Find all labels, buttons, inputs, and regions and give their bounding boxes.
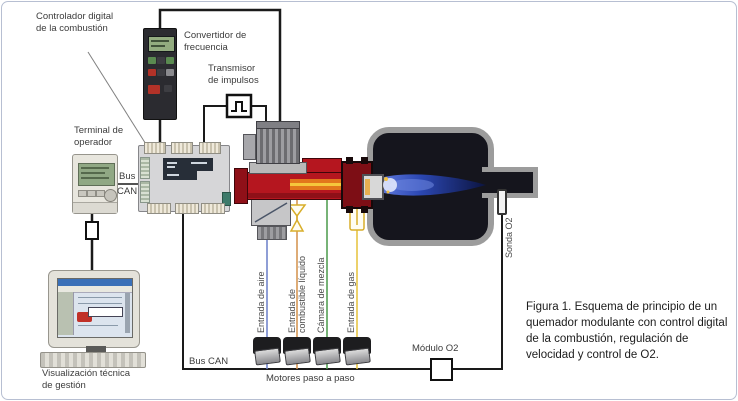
mixing-chamber-label: Cámara de mezcla (316, 257, 326, 333)
bus-can-label: Bus CAN (189, 356, 229, 367)
pulse-transmitter-box (225, 93, 253, 119)
frequency-converter (143, 28, 177, 120)
burner-nozzle (362, 174, 384, 200)
blower-motor-mount (243, 134, 256, 160)
monitor-stand (86, 346, 106, 353)
terminal-label: Terminal de operador (74, 125, 124, 148)
converter-button (157, 57, 165, 64)
converter-label: Convertidor de frecuencia (184, 30, 247, 53)
stepper-motor-air (253, 337, 281, 366)
pc-monitor (48, 270, 140, 348)
keyboard (40, 352, 146, 368)
pulse-icon (231, 101, 247, 112)
damper-ribbed-block (257, 226, 287, 240)
blower-motor (256, 128, 300, 164)
stepper-motor-mix (313, 337, 341, 366)
fuel-lance (290, 179, 385, 190)
blower-motor-cap (256, 121, 300, 129)
figure-caption: Figura 1. Esquema de principio de un que… (526, 301, 728, 361)
visualization-label: Visualización técnica de gestión (42, 368, 131, 391)
terminal-knob (104, 189, 117, 202)
burner-top-block (302, 158, 342, 173)
stepper-motor-fuel (283, 337, 311, 366)
converter-to-motor-wire (158, 8, 282, 128)
terminal-button (78, 190, 87, 197)
converter-display (148, 36, 175, 52)
can-word: CAN (117, 186, 138, 197)
burner-end-cap (234, 168, 248, 204)
pulse-transmitter-label: Transmisor de impulsos (208, 63, 259, 86)
controller-display (163, 158, 213, 171)
terminal-display (78, 163, 115, 186)
fuel-inlet-label: Entrada de combustible líquido (287, 255, 307, 333)
operator-terminal (72, 154, 118, 214)
converter-button (157, 69, 165, 76)
o2-module-label: Módulo O2 (412, 343, 459, 354)
o2-probe-label: Sonda O2 (504, 217, 514, 258)
fuel-valve-icon (287, 204, 307, 232)
converter-button (148, 85, 160, 94)
o2-probe (497, 189, 507, 215)
air-damper-box (251, 199, 291, 226)
air-inlet-label: Entrada de aire (256, 271, 266, 333)
combustion-controller (138, 142, 231, 214)
flame-icon (383, 174, 486, 196)
label-pointer-line (87, 51, 150, 150)
wire-connector-icon (85, 221, 99, 240)
gas-inlet-label: Entrada de gas (346, 271, 356, 333)
converter-button (164, 85, 172, 92)
exhaust-duct (482, 167, 538, 198)
converter-button (166, 57, 174, 64)
converter-button (148, 69, 156, 76)
terminal-button (87, 190, 96, 197)
converter-button (166, 69, 174, 76)
pc-screen (57, 278, 133, 338)
o2-module-box (430, 358, 453, 381)
stepper-motors-label: Motores paso a paso (266, 373, 355, 384)
converter-button (148, 57, 156, 64)
controller-label: Controlador digital de la combustión (36, 11, 114, 34)
can-bus-line (182, 210, 503, 370)
bus-word: Bus (119, 171, 136, 182)
stepper-motor-gas (343, 337, 371, 366)
